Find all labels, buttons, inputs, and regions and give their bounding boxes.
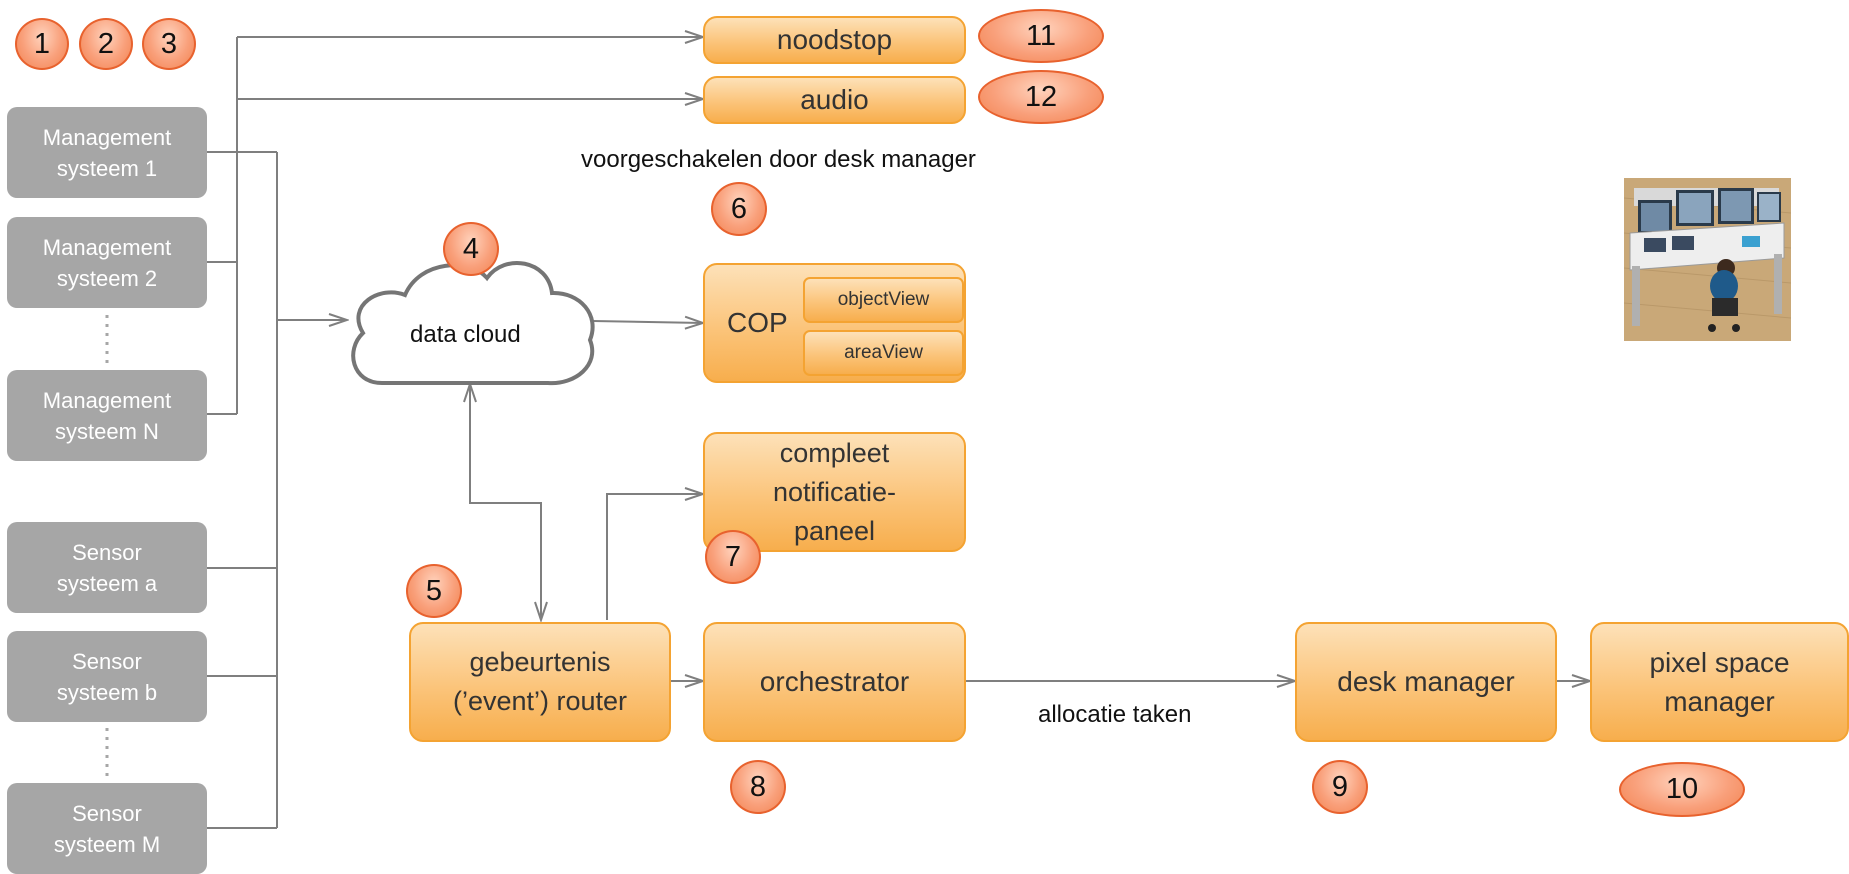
notification-panel-box: compleet notificatie- paneel [703,432,966,552]
pixel-space-manager-box: pixel space manager [1590,622,1849,742]
badge-3: 3 [142,18,196,70]
badge-10: 10 [1619,762,1745,817]
badge-9: 9 [1312,760,1368,814]
badge-11: 11 [978,9,1104,63]
area-view-box: areaView [803,330,964,376]
noodstop-box: noodstop [703,16,966,64]
data-cloud-shape [351,261,595,386]
badge-8: 8 [730,760,786,814]
badge-6: 6 [711,182,767,236]
sensor-system-m: Sensor systeem M [7,783,207,874]
management-system-2: Management systeem 2 [7,217,207,308]
preswitch-label: voorgeschakelen door desk manager [581,146,976,173]
sensor-system-b: Sensor systeem b [7,631,207,722]
management-system-n: Management systeem N [7,370,207,461]
orchestrator-box: orchestrator [703,622,966,742]
sensor-system-a: Sensor systeem a [7,522,207,613]
object-view-box: objectView [803,277,964,323]
management-system-1: Management systeem 1 [7,107,207,198]
badge-7: 7 [705,530,761,584]
badge-12: 12 [978,70,1104,124]
badge-4: 4 [443,222,499,276]
event-router-box: gebeurtenis (’event’) router [409,622,671,742]
data-cloud-label: data cloud [410,321,521,348]
desk-manager-box: desk manager [1295,622,1557,742]
cop-label: COP [727,307,788,338]
control-room-desk-icon [1624,178,1791,341]
badge-5: 5 [406,564,462,618]
allocation-label: allocatie taken [1038,701,1192,728]
badge-1: 1 [15,18,69,70]
badge-2: 2 [79,18,133,70]
audio-box: audio [703,76,966,124]
